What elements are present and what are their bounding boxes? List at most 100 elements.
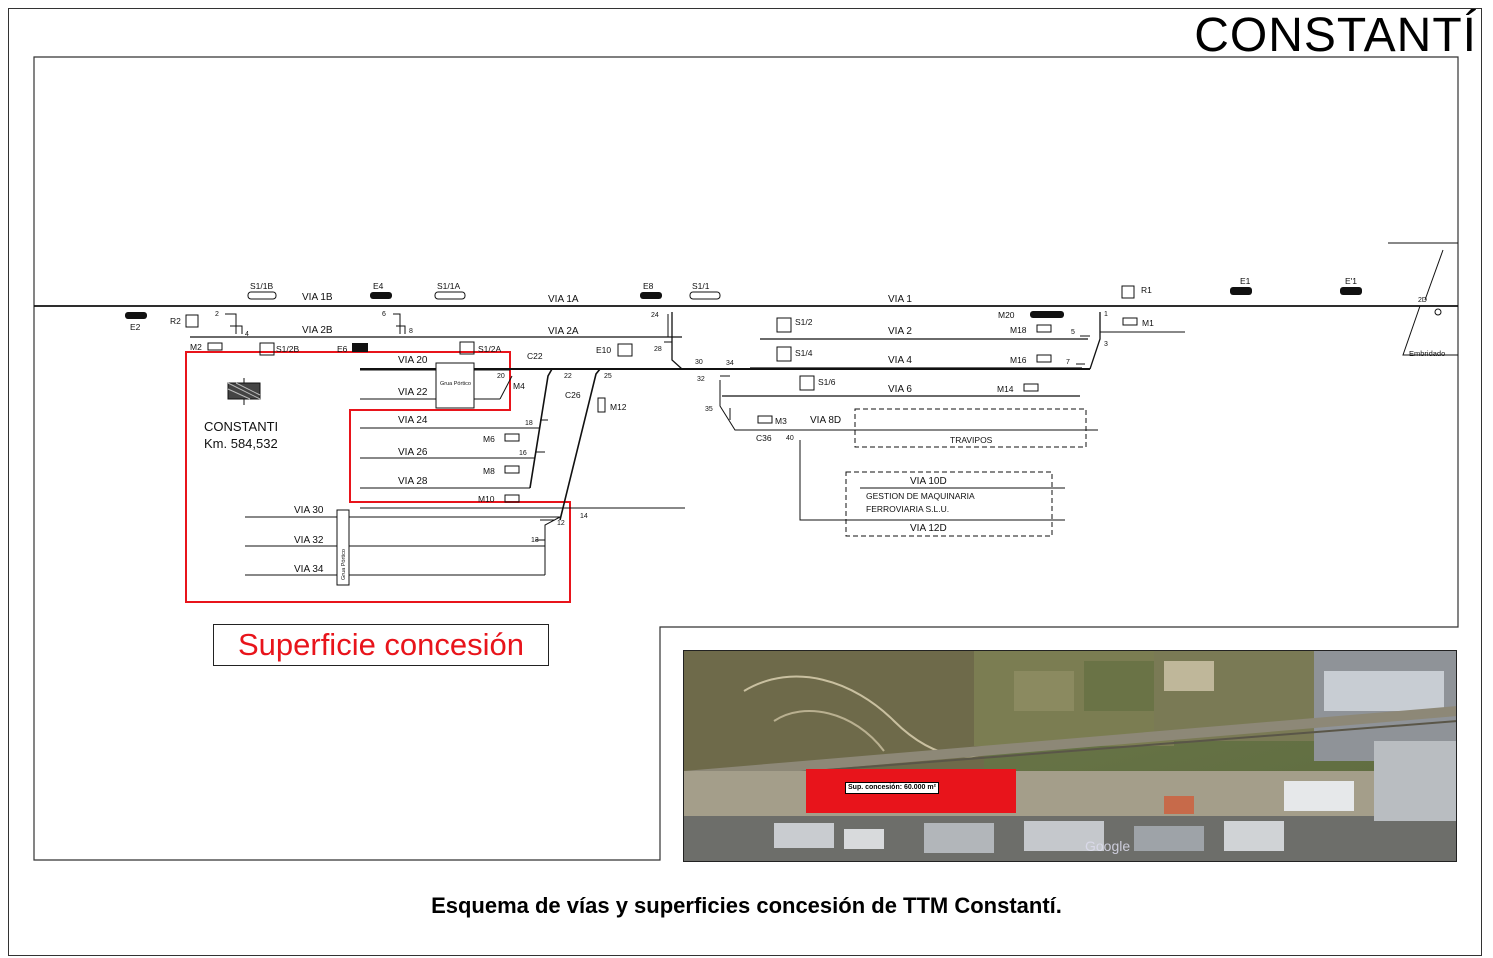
label-m14: M14 [997, 384, 1014, 394]
signal-glyphs [125, 285, 1442, 503]
signal-m16-icon [1036, 354, 1052, 363]
label-grua-portico-lower: Grua Pórtico [341, 549, 347, 580]
label-r2: R2 [170, 316, 181, 326]
label-sw-35: 35 [705, 406, 713, 413]
grua-portico-lower-box [336, 509, 350, 586]
signal-m8-icon [504, 465, 520, 474]
label-c36: C36 [756, 433, 772, 443]
aerial-concession-label: Sup. concesión: 60.000 m² [845, 782, 939, 794]
signal-e8-icon [640, 292, 662, 299]
track-branch-8d [719, 380, 1098, 431]
label-m8: M8 [483, 466, 495, 476]
label-s1-2a: S1/2A [478, 344, 501, 354]
label-sw-6: 6 [382, 311, 386, 318]
label-m18: M18 [1010, 325, 1027, 335]
label-m4: M4 [513, 381, 525, 391]
label-e1: E1 [1240, 276, 1251, 286]
signal-m6-icon [504, 433, 520, 442]
tracks [34, 242, 1458, 576]
station-km: Km. 584,532 [204, 436, 278, 451]
signal-s1-6-icon [799, 375, 815, 391]
signal-e1-icon [1230, 287, 1252, 295]
switch-labels: 2 4 6 8 24 28 30 34 32 35 40 20 22 25 18… [215, 297, 1427, 544]
track-2026-diag [529, 368, 553, 489]
signal-s1-2-icon [776, 317, 792, 333]
label-sw-12: 12 [557, 520, 565, 527]
track-branch-40 [799, 440, 1065, 521]
aerial-brand-watermark: Google [1085, 838, 1131, 854]
label-c26: C26 [565, 390, 581, 400]
label-e10: E10 [596, 345, 611, 355]
label-m1: M1 [1142, 318, 1154, 328]
label-via-2: VIA 2 [888, 326, 912, 337]
label-s1-1: S1/1 [692, 281, 710, 291]
label-e4: E4 [373, 281, 384, 291]
signal-s1-4-icon [776, 346, 792, 362]
gestion-area [845, 471, 1053, 537]
label-via-6: VIA 6 [888, 384, 912, 395]
label-embridado: Embridado [1409, 349, 1445, 358]
label-sw-5: 5 [1071, 329, 1075, 336]
signal-e2-icon [125, 312, 147, 319]
signal-m3-icon [757, 415, 773, 424]
track-via-1-link [1089, 312, 1101, 370]
station-name: CONSTANTI [204, 419, 278, 434]
label-sw-18: 18 [525, 420, 533, 427]
figure-caption: Esquema de vías y superficies concesión … [431, 893, 1062, 918]
label-gestion-1: GESTION DE MAQUINARIA [866, 491, 975, 501]
signal-m10-icon [504, 494, 520, 503]
aerial-photo-art [684, 651, 1456, 861]
area-labels: TRAVIPOS GESTION DE MAQUINARIA FERROVIAR… [341, 349, 1445, 580]
label-via-20: VIA 20 [398, 355, 428, 366]
concession-legend: Superficie concesión [213, 624, 549, 666]
label-e-1: E'1 [1345, 276, 1357, 286]
signal-e-1-icon [1340, 287, 1362, 295]
label-sw-2d: 2D [1418, 297, 1427, 304]
signal-m2-icon [207, 342, 223, 351]
label-e8: E8 [643, 281, 654, 291]
label-m20: M20 [998, 310, 1015, 320]
label-via-4: VIA 4 [888, 355, 912, 366]
label-via-12d: VIA 12D [910, 523, 947, 534]
label-sw-32: 32 [697, 376, 705, 383]
track-embridado [1402, 305, 1458, 356]
label-via-1a: VIA 1A [548, 294, 579, 305]
label-via-32: VIA 32 [294, 535, 324, 546]
signal-m14-icon [1023, 383, 1039, 392]
label-sw-2: 2 [215, 311, 219, 318]
signal-s1-1b-icon [247, 291, 277, 300]
label-sw-28: 28 [654, 346, 662, 353]
signal-s1-1a-icon [434, 291, 466, 300]
label-s1-2: S1/2 [795, 317, 813, 327]
label-m6: M6 [483, 434, 495, 444]
label-s1-6: S1/6 [818, 377, 836, 387]
signal-labels: S1/1B E4 S1/1A E8 S1/1 R1 E1 E'1 E2 R2 M… [130, 276, 1357, 504]
label-via-24: VIA 24 [398, 415, 428, 426]
label-sw-20: 20 [497, 373, 505, 380]
label-sw-7: 7 [1066, 359, 1070, 366]
track-labels: VIA 1B VIA 1A VIA 1 VIA 2B VIA 2A VIA 2 … [294, 292, 947, 575]
grua-portico-upper-box [435, 362, 475, 409]
signal-m12-icon [597, 397, 606, 413]
label-sw-22: 22 [564, 373, 572, 380]
label-e2: E2 [130, 322, 141, 332]
track-25-diag [559, 368, 601, 521]
label-sw-4: 4 [245, 331, 249, 338]
label-sw-30: 30 [695, 359, 703, 366]
label-sw-25: 25 [604, 373, 612, 380]
label-via-22: VIA 22 [398, 387, 428, 398]
label-via-8d: VIA 8D [810, 415, 841, 426]
label-r1: R1 [1141, 285, 1152, 295]
signal-s1-2b-icon [259, 342, 275, 356]
traviesas-area [854, 408, 1087, 448]
label-via-2a: VIA 2A [548, 326, 579, 337]
label-sw-1: 1 [1104, 311, 1108, 318]
label-via-34: VIA 34 [294, 564, 324, 575]
label-c22: C22 [527, 351, 543, 361]
aerial-photo [683, 650, 1457, 862]
label-via-1b: VIA 1B [302, 292, 333, 303]
signal-m20-icon [1030, 311, 1064, 318]
label-s1-2b: S1/2B [276, 344, 299, 354]
drawing-frame [33, 56, 1459, 861]
signal-e4-icon [370, 292, 392, 299]
